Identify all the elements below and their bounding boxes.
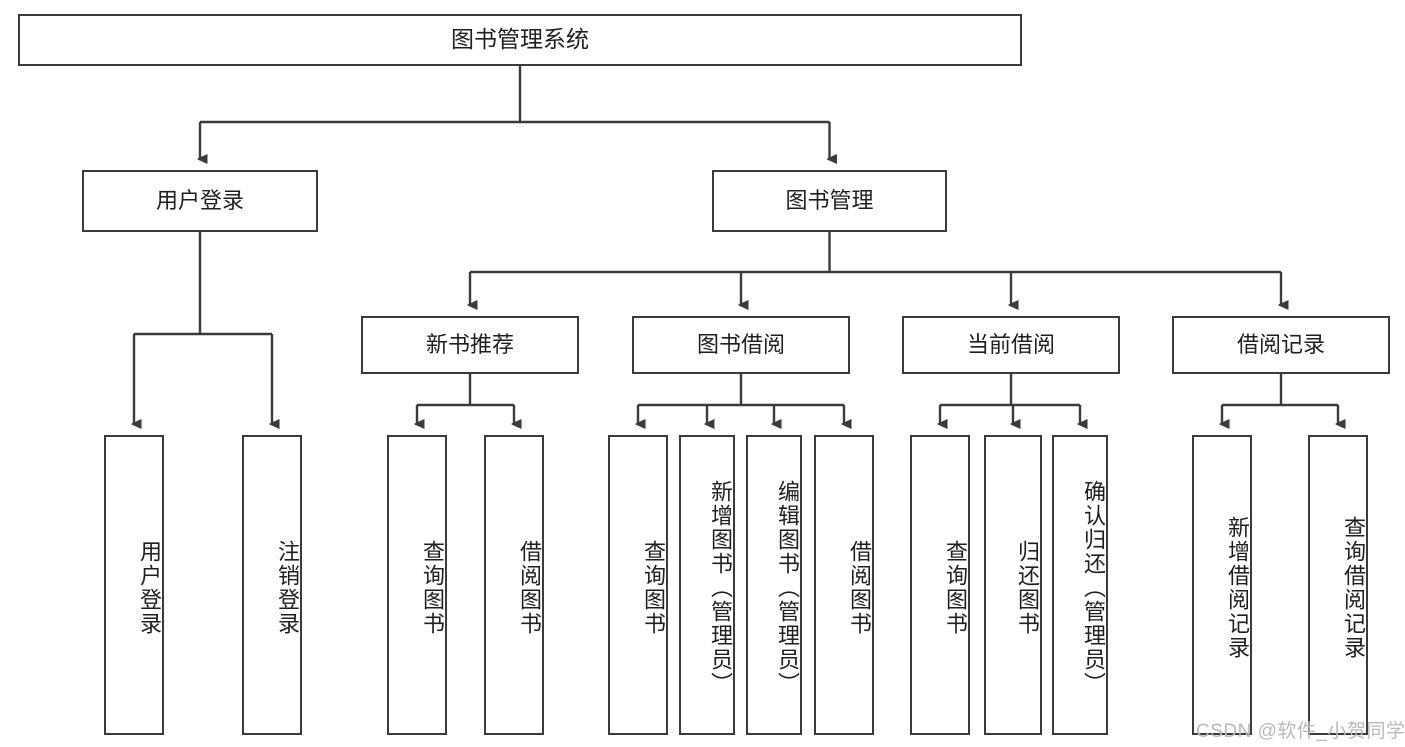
leaf-node-label: 编辑图书（管理员） — [775, 480, 800, 696]
level3-node-1[interactable]: 图书借阅 — [632, 316, 850, 374]
leaf-node-7[interactable]: 借阅图书 — [814, 435, 874, 735]
level3-node-2[interactable]: 当前借阅 — [902, 316, 1120, 374]
root-node-label: 图书管理系统 — [451, 26, 589, 53]
leaf-node-10[interactable]: 确认归还（管理员） — [1052, 435, 1108, 735]
leaf-node-11[interactable]: 新增借阅记录 — [1192, 435, 1252, 735]
leaf-node-label: 注销登录 — [275, 540, 300, 636]
level2-node-0[interactable]: 用户登录 — [82, 170, 318, 232]
leaf-node-9[interactable]: 归还图书 — [984, 435, 1042, 735]
leaf-node-label: 查询借阅记录 — [1341, 516, 1366, 660]
level3-node-0[interactable]: 新书推荐 — [361, 316, 579, 374]
csdn-watermark: CSDN @软件_小贺同学 — [1196, 721, 1405, 742]
leaf-node-1[interactable]: 注销登录 — [242, 435, 302, 735]
leaf-node-label: 查询图书 — [943, 540, 968, 636]
leaf-node-5[interactable]: 新增图书（管理员） — [679, 435, 735, 735]
level3-node-label: 当前借阅 — [966, 332, 1055, 358]
level3-node-label: 图书借阅 — [696, 332, 785, 358]
level3-node-label: 新书推荐 — [425, 332, 514, 358]
level2-node-label: 用户登录 — [155, 188, 244, 214]
leaf-node-label: 查询图书 — [641, 540, 666, 636]
leaf-node-2[interactable]: 查询图书 — [387, 435, 447, 735]
level2-node-label: 图书管理 — [785, 188, 874, 214]
leaf-node-6[interactable]: 编辑图书（管理员） — [746, 435, 802, 735]
leaf-node-0[interactable]: 用户登录 — [104, 435, 164, 735]
root-node-0[interactable]: 图书管理系统 — [18, 14, 1022, 66]
leaf-node-4[interactable]: 查询图书 — [608, 435, 668, 735]
level2-node-1[interactable]: 图书管理 — [712, 170, 947, 232]
leaf-node-label: 新增图书（管理员） — [708, 480, 733, 696]
leaf-node-8[interactable]: 查询图书 — [910, 435, 970, 735]
leaf-node-label: 借阅图书 — [847, 540, 872, 636]
leaf-node-label: 归还图书 — [1015, 540, 1040, 636]
leaf-node-label: 用户登录 — [137, 540, 162, 636]
leaf-node-3[interactable]: 借阅图书 — [484, 435, 544, 735]
leaf-node-label: 借阅图书 — [517, 540, 542, 636]
leaf-node-label: 新增借阅记录 — [1225, 516, 1250, 660]
leaf-node-label: 确认归还（管理员） — [1081, 480, 1106, 696]
leaf-node-12[interactable]: 查询借阅记录 — [1308, 435, 1368, 735]
level3-node-label: 借阅记录 — [1236, 332, 1325, 358]
level3-node-3[interactable]: 借阅记录 — [1172, 316, 1390, 374]
leaf-node-label: 查询图书 — [420, 540, 445, 636]
